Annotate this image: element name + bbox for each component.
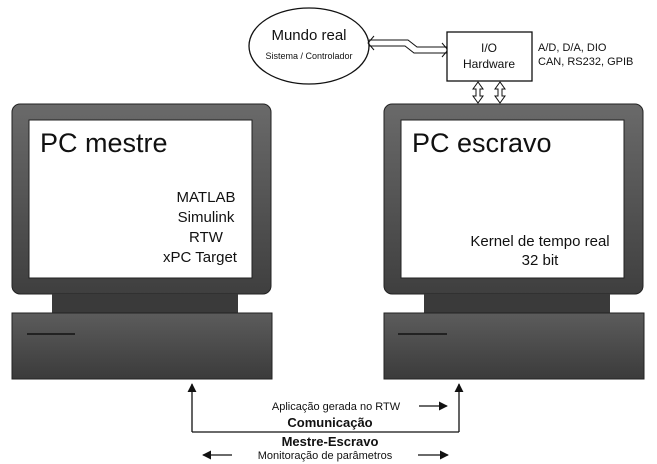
real-world-io-link bbox=[367, 35, 449, 58]
master-monitor-screen bbox=[28, 119, 253, 279]
communication-title-line1: Comunicação bbox=[287, 415, 372, 430]
communication-title-line2: Mestre-Escravo bbox=[282, 434, 379, 449]
io-hardware-node: I/O Hardware bbox=[446, 31, 533, 82]
slave-monitor-screen bbox=[400, 119, 625, 279]
real-world-title: Mundo real bbox=[271, 27, 346, 44]
master-computer-base bbox=[11, 312, 273, 380]
io-hardware-line1: I/O bbox=[481, 41, 497, 55]
master-pc-title: PC mestre bbox=[40, 128, 168, 158]
slave-kernel-line1: Kernel de tempo real bbox=[470, 233, 609, 250]
master-software-rtw: RTW bbox=[189, 229, 224, 246]
real-world-node: Mundo real Sistema / Controlador bbox=[248, 7, 370, 85]
monitoring-label-mask bbox=[232, 449, 418, 461]
slave-pc: PC escravo Kernel de tempo real 32 bit bbox=[383, 103, 645, 380]
real-world-subtitle: Sistema / Controlador bbox=[265, 51, 352, 61]
slave-kernel-line2: 32 bit bbox=[522, 252, 560, 269]
master-software-simulink: Simulink bbox=[178, 209, 235, 226]
slave-computer-base bbox=[383, 312, 645, 380]
app-generated-label: Aplicação gerada no RTW bbox=[272, 401, 401, 413]
io-hardware-line2: Hardware bbox=[463, 57, 515, 71]
monitoring-label: Monitoração de parâmetros bbox=[258, 450, 393, 462]
slave-pc-title: PC escravo bbox=[412, 128, 552, 158]
master-software-matlab: MATLAB bbox=[177, 189, 236, 206]
io-interfaces-line2: CAN, RS232, GPIB bbox=[538, 56, 633, 68]
slave-monitor-neck bbox=[424, 294, 610, 314]
master-monitor-neck bbox=[52, 294, 238, 314]
io-slave-link bbox=[472, 81, 506, 104]
master-software-xpc-target: xPC Target bbox=[163, 249, 238, 266]
io-interfaces-line1: A/D, D/A, DIO bbox=[538, 42, 607, 54]
master-pc: PC mestre MATLAB Simulink RTW xPC Target bbox=[11, 103, 273, 380]
